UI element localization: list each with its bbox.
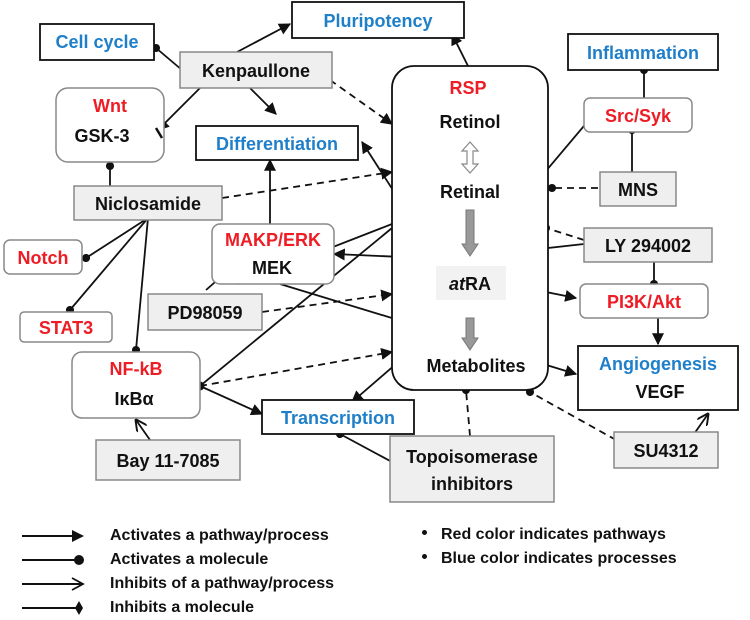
stat3-label: STAT3 bbox=[39, 318, 93, 338]
edge-su4312-angiogenesis bbox=[693, 414, 708, 435]
legend-label: Activates a molecule bbox=[110, 551, 269, 568]
differentiation-label: Differentiation bbox=[216, 134, 338, 154]
edge-niclosamide-nfkb bbox=[131, 217, 149, 355]
niclosamide-label: Niclosamide bbox=[95, 194, 201, 214]
edge-topo-rsp bbox=[461, 385, 471, 437]
wnt-label: Wnt bbox=[93, 96, 127, 116]
nfkb-box bbox=[71, 351, 201, 419]
edge-niclosamide-stat3 bbox=[65, 217, 149, 315]
legend-label: Inhibits of a pathway/process bbox=[110, 575, 335, 592]
ly294002-label: LY 294002 bbox=[605, 236, 691, 256]
edge-kenpaullone-cellcycle bbox=[151, 43, 183, 71]
transcription-label: Transcription bbox=[281, 408, 395, 428]
src-syk-label: Src/Syk bbox=[605, 106, 672, 126]
mek-label: MEK bbox=[252, 258, 292, 278]
makp-erk-box bbox=[211, 223, 335, 285]
retinol-retinal-arrow bbox=[460, 141, 480, 174]
mns-label: MNS bbox=[618, 180, 658, 200]
topoisomerase-box bbox=[389, 435, 555, 503]
src-syk-box bbox=[583, 97, 693, 133]
angiogenesis-box bbox=[577, 345, 739, 411]
gsk3-inhibit-mark bbox=[154, 127, 164, 139]
bay-label: Bay 11-7085 bbox=[116, 451, 219, 471]
edge-nfkb-transcription bbox=[199, 385, 264, 416]
bullet-icon bbox=[422, 554, 427, 560]
vegf-label: VEGF bbox=[635, 382, 684, 402]
legend-label: Activates a pathway/process bbox=[110, 527, 329, 544]
legend-label: Inhibits a molecule bbox=[110, 599, 255, 616]
note-blue-processes: Blue color indicates processes bbox=[422, 550, 677, 568]
topoisomerase-label-line1: Topoisomerase bbox=[406, 447, 538, 467]
edge-kenpaullone-gsk3 bbox=[157, 87, 201, 131]
cell-cycle-label: Cell cycle bbox=[55, 32, 138, 52]
metabolites-label: Metabolites bbox=[426, 356, 525, 376]
inflammation-label: Inflammation bbox=[587, 43, 699, 63]
mns-box bbox=[599, 171, 677, 207]
su4312-box bbox=[613, 431, 719, 469]
retinal-label: Retinal bbox=[440, 182, 500, 202]
retinal-atra-arrow bbox=[461, 209, 479, 257]
edge-ly-rsp bbox=[541, 223, 585, 241]
atra-label: atRA bbox=[449, 274, 491, 294]
pluripotency-label: Pluripotency bbox=[323, 11, 432, 31]
stat3-box bbox=[19, 311, 113, 343]
edge-niclosamide-notch bbox=[81, 217, 149, 263]
wnt-box bbox=[55, 87, 165, 163]
atra-box bbox=[436, 266, 506, 300]
pi3k-akt-label: PI3K/Akt bbox=[607, 292, 681, 312]
ikba-label: IκBα bbox=[114, 389, 153, 409]
kenpaullone-box bbox=[179, 51, 333, 89]
dot-head-icon bbox=[22, 555, 84, 565]
angiogenesis-label: Angiogenesis bbox=[599, 354, 717, 374]
inflammation-box bbox=[567, 33, 719, 71]
edge-nfkb-rsp bbox=[199, 347, 394, 387]
su4312-label: SU4312 bbox=[633, 441, 698, 461]
kenpaullone-label: Kenpaullone bbox=[202, 61, 310, 81]
nfkb-label: NF-kB bbox=[110, 359, 163, 379]
open-arrow-head-icon bbox=[22, 577, 85, 591]
rsp-label: RSP bbox=[449, 78, 486, 98]
edge-kenpaullone-differentiation bbox=[249, 87, 277, 115]
pi3k-akt-box bbox=[579, 283, 709, 319]
retinol-label: Retinol bbox=[440, 112, 501, 132]
pd98059-label: PD98059 bbox=[167, 303, 242, 323]
differentiation-box bbox=[195, 125, 359, 161]
legend: Activates a pathway/process Activates a … bbox=[0, 520, 750, 620]
makp-erk-label: MAKP/ERK bbox=[225, 230, 321, 250]
atra-metabolites-arrow bbox=[461, 317, 479, 351]
diamond-head-icon bbox=[22, 601, 83, 615]
cell-cycle-box bbox=[39, 23, 155, 61]
note-text: Blue color indicates processes bbox=[441, 550, 677, 567]
note-text: Red color indicates pathways bbox=[441, 526, 666, 543]
edge-kenpaullone-rsp bbox=[329, 79, 393, 125]
edge-rsp-pluripotency bbox=[451, 32, 469, 67]
bullet-icon bbox=[422, 530, 427, 536]
edge-bay-ikba bbox=[136, 420, 151, 441]
edge-niclosamide-rsp bbox=[221, 167, 394, 199]
transcription-box bbox=[261, 399, 415, 435]
edge-topo-transcription bbox=[335, 429, 393, 463]
ly294002-box bbox=[583, 227, 713, 263]
notch-label: Notch bbox=[18, 248, 69, 268]
pd98059-box bbox=[147, 293, 263, 331]
notch-box bbox=[3, 239, 83, 275]
edge-pd98059-rsp bbox=[261, 289, 394, 313]
topoisomerase-label-line2: inhibitors bbox=[431, 474, 513, 494]
note-red-pathways: Red color indicates pathways bbox=[422, 526, 666, 544]
niclosamide-box bbox=[73, 185, 223, 221]
arrow-head-icon bbox=[22, 530, 84, 542]
pluripotency-box bbox=[291, 1, 465, 39]
bay-box bbox=[95, 439, 241, 481]
gsk3-label: GSK-3 bbox=[74, 126, 129, 146]
edge-su4312-rsp bbox=[525, 387, 617, 441]
